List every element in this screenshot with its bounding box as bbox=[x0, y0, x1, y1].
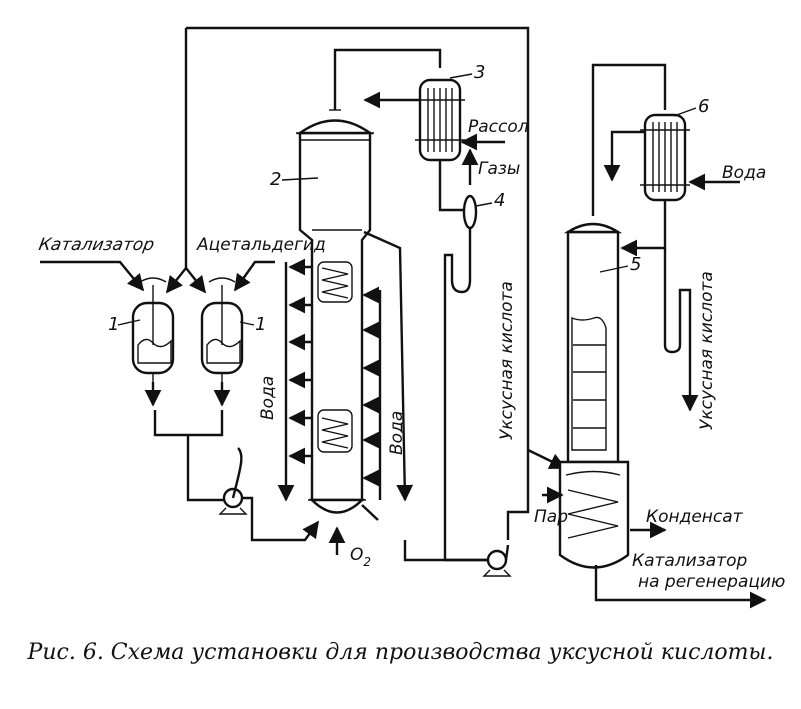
label-catalyst-regen-1: Катализатор bbox=[632, 551, 747, 571]
mixer-vessel-catalyst bbox=[131, 277, 175, 382]
equipment-number-4: 4 bbox=[494, 190, 505, 211]
catalyst-feed-line bbox=[40, 260, 145, 292]
cooling-water-inlets-right bbox=[362, 286, 382, 500]
label-gases: Газы bbox=[478, 159, 520, 179]
cooling-water-outlets-left bbox=[277, 258, 312, 502]
label-oxygen: O2 bbox=[350, 545, 371, 569]
feed-pump bbox=[218, 487, 248, 515]
equipment-number-1a: 1 bbox=[108, 314, 119, 335]
mixer-vessel-acetaldehyde bbox=[200, 277, 244, 382]
label-water-right: Вода bbox=[722, 163, 766, 183]
label-acetic-acid-right: Уксусная кислота bbox=[697, 271, 717, 430]
acetaldehyde-feed-line bbox=[234, 260, 275, 292]
equipment-number-5: 5 bbox=[630, 254, 641, 275]
label-water-left: Вода bbox=[258, 376, 278, 420]
recycle-to-mixers bbox=[165, 28, 188, 294]
equipment-number-1b: 1 bbox=[255, 314, 266, 335]
oxidation-column bbox=[296, 119, 374, 514]
separator-4 bbox=[462, 194, 478, 230]
brine-condenser bbox=[415, 78, 465, 162]
equipment-number-6: 6 bbox=[698, 96, 709, 117]
label-condensate: Конденсат bbox=[646, 507, 744, 527]
label-acetic-acid-mid: Уксусная кислота bbox=[497, 281, 517, 440]
label-acetaldehyde-in: Ацетальдегид bbox=[196, 235, 326, 255]
equipment-number-3: 3 bbox=[474, 62, 485, 83]
label-water-mid: Вода bbox=[387, 411, 407, 455]
label-catalyst-in: Катализатор bbox=[37, 235, 156, 255]
rectification-column bbox=[558, 222, 630, 569]
equipment-number-2: 2 bbox=[270, 169, 281, 190]
label-catalyst-regen-2: на регенерацию bbox=[638, 572, 785, 592]
figure-caption: Рис. 6. Схема установки для производства… bbox=[27, 640, 774, 665]
label-steam: Пар bbox=[534, 507, 568, 527]
label-brine: Рассол bbox=[468, 117, 529, 137]
water-condenser bbox=[640, 113, 690, 202]
